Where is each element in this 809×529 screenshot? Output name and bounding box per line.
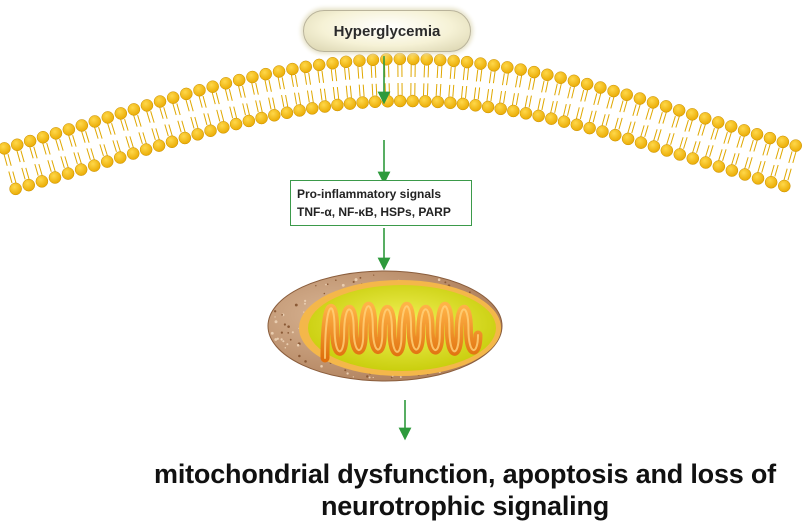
outcome-line-2: neurotrophic signaling [320, 491, 610, 521]
mitochondrion [267, 270, 503, 382]
outcome-line-1: mitochondrial dysfunction, apoptosis and… [154, 459, 776, 489]
signals-title: Pro-inflammatory signals [297, 187, 442, 201]
hyperglycemia-node: Hyperglycemia [303, 10, 471, 52]
hyperglycemia-label: Hyperglycemia [333, 22, 441, 40]
signals-list: TNF-α, NF-κB, HSPs, PARP [297, 205, 451, 219]
outcome-text: mitochondrial dysfunction, apoptosis and… [140, 458, 790, 522]
pro-inflammatory-signals-box: Pro-inflammatory signals TNF-α, NF-κB, H… [290, 180, 472, 226]
cell-membrane-lipid-bilayer [0, 52, 802, 196]
